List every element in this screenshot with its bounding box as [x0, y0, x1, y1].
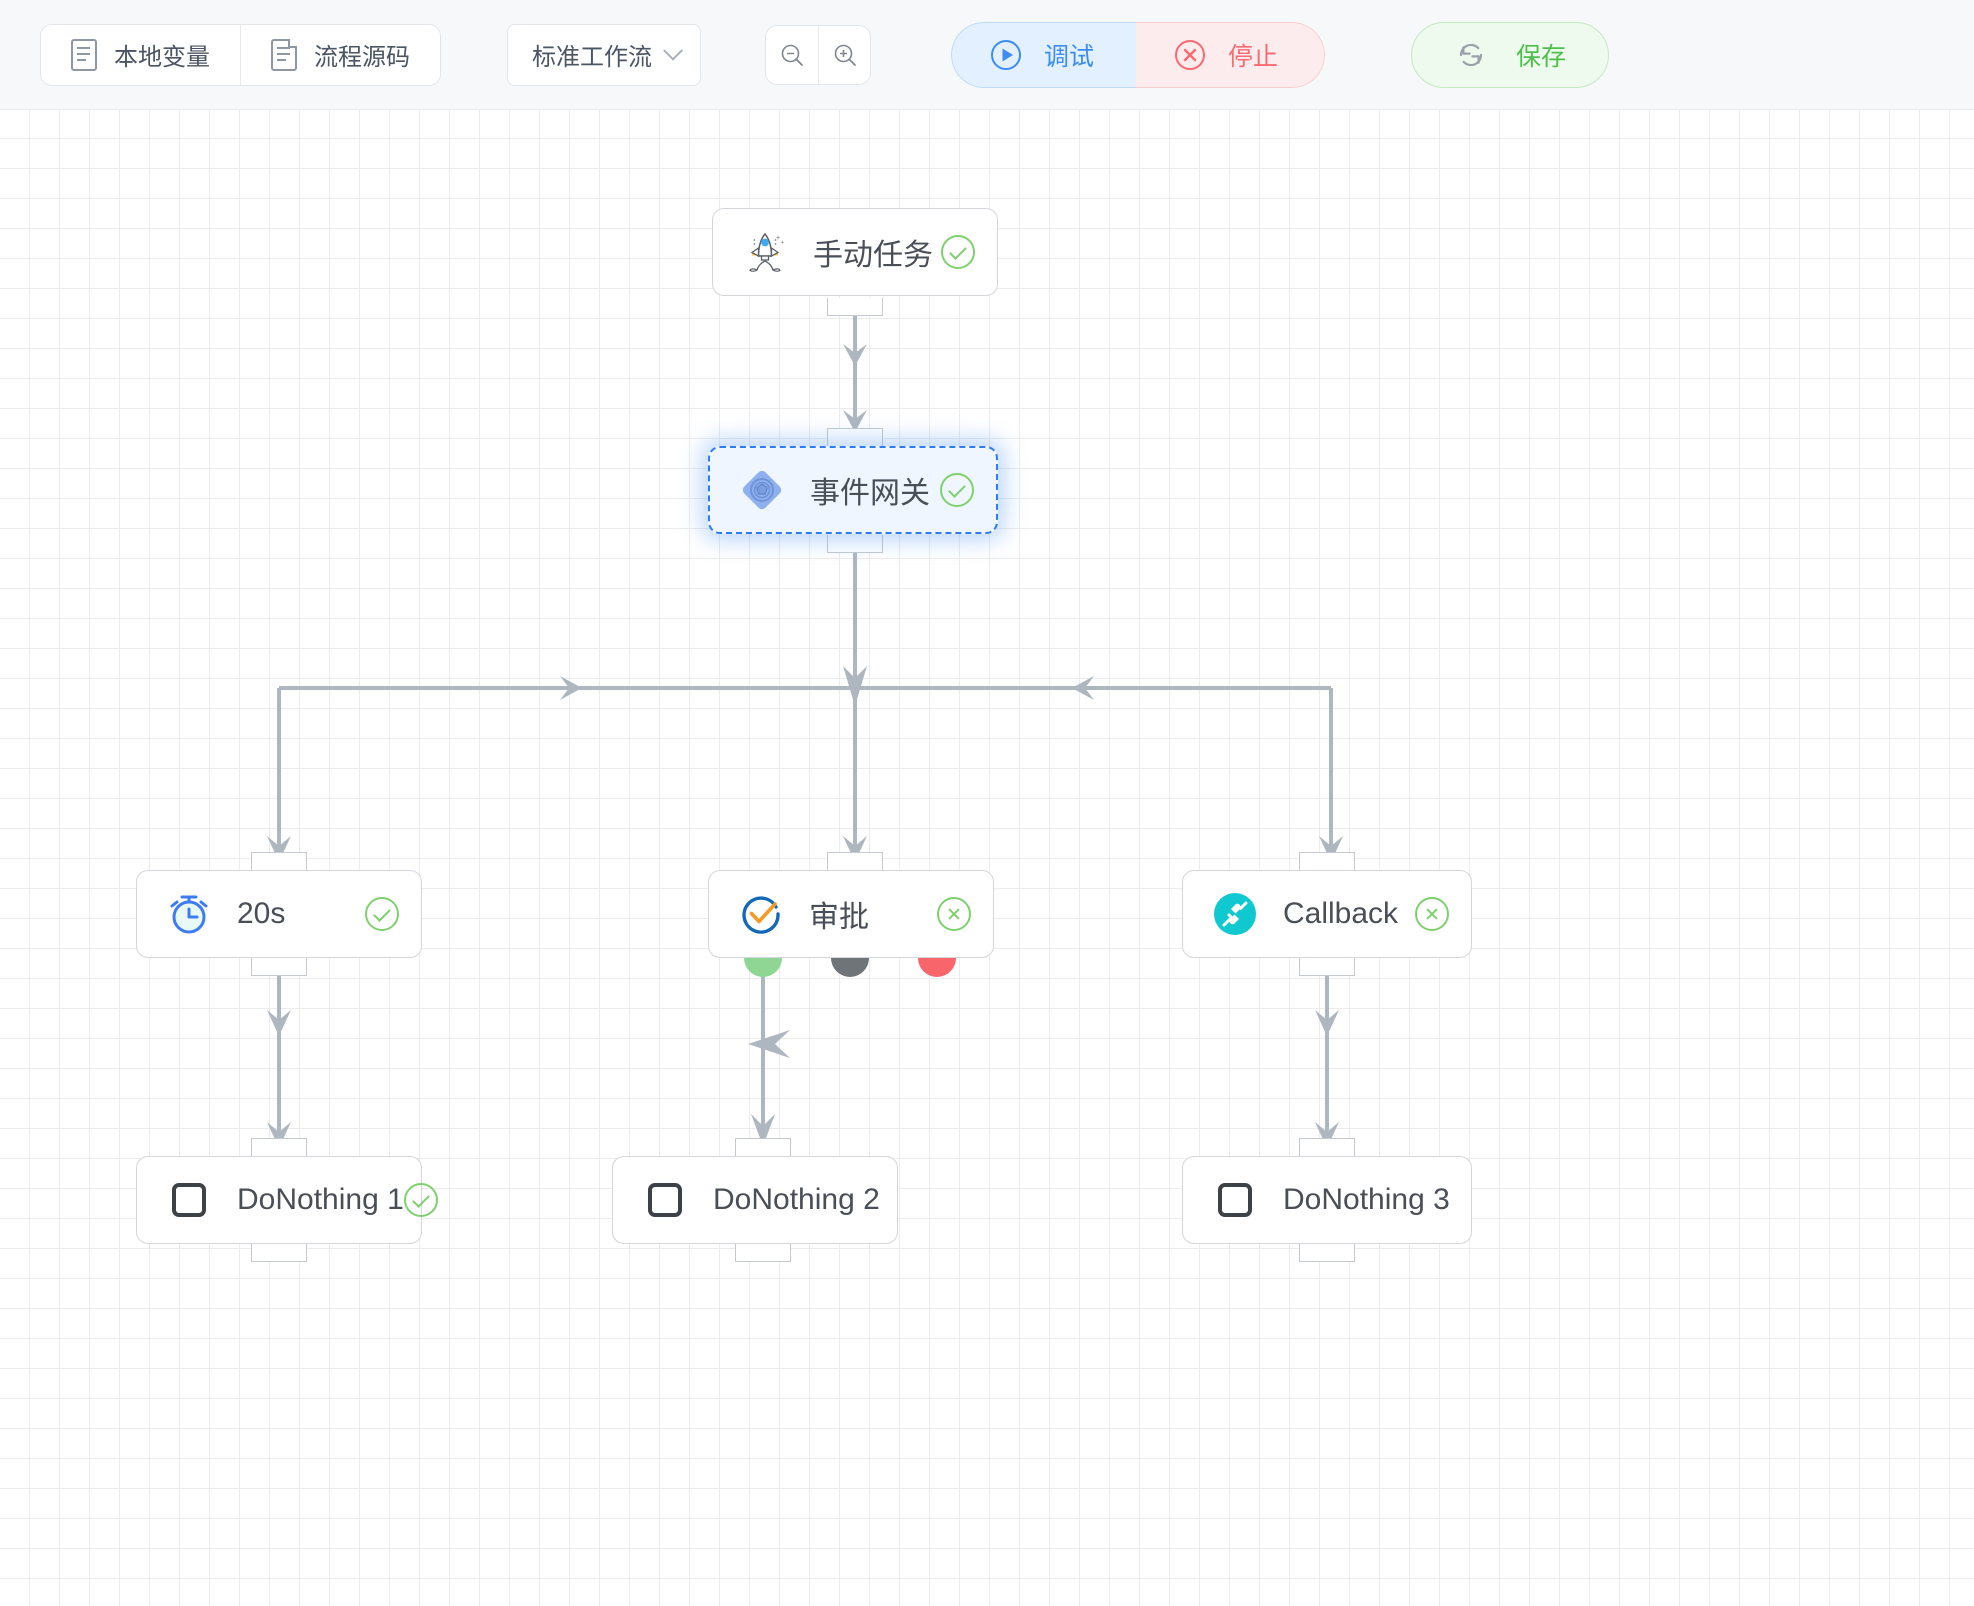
- node-timer-20s[interactable]: 20s: [136, 870, 422, 958]
- node-label: 审批: [809, 901, 869, 934]
- port-approval-out-pending[interactable]: [831, 958, 869, 977]
- status-badge-success: [365, 897, 399, 931]
- port-donothing3-in[interactable]: [1299, 1138, 1355, 1156]
- gateway-diamond-icon: [736, 464, 788, 516]
- plug-connector-icon: [1209, 888, 1261, 940]
- status-badge-error: [1415, 897, 1449, 931]
- svg-text:+: +: [781, 240, 784, 246]
- port-timer-out[interactable]: [251, 958, 307, 976]
- stop-button[interactable]: 停止: [1136, 21, 1326, 88]
- zoom-in-button[interactable]: [818, 25, 870, 84]
- port-event-gateway-in[interactable]: [827, 428, 883, 446]
- top-toolbar: 本地变量 流程源码 标准工作流: [0, 0, 1974, 110]
- port-approval-out-approved[interactable]: [744, 958, 782, 977]
- process-source-button[interactable]: 流程源码: [240, 24, 440, 85]
- port-approval-out-rejected[interactable]: [918, 958, 956, 977]
- port-manual-task-out[interactable]: [827, 298, 883, 316]
- edge-approval-to-donothing2: [748, 965, 790, 1156]
- square-icon: [163, 1174, 215, 1226]
- square-icon: [1209, 1174, 1261, 1226]
- chevron-down-icon: [663, 40, 683, 61]
- node-label: DoNothing 2: [713, 1183, 880, 1216]
- zoom-in-icon: [834, 44, 856, 66]
- port-approval-in[interactable]: [827, 852, 883, 870]
- node-label: DoNothing 3: [1283, 1183, 1450, 1216]
- left-button-group: 本地变量 流程源码: [40, 23, 441, 86]
- port-callback-out[interactable]: [1299, 958, 1355, 976]
- stopwatch-icon: [163, 888, 215, 940]
- stop-label: 停止: [1228, 42, 1279, 71]
- workflow-type-select[interactable]: 标准工作流: [507, 23, 701, 86]
- debug-label: 调试: [1044, 42, 1095, 71]
- node-label: 事件网关: [810, 477, 930, 510]
- node-event-gateway[interactable]: 事件网关: [708, 446, 998, 534]
- node-label: 手动任务: [813, 239, 933, 272]
- save-label: 保存: [1516, 42, 1567, 71]
- port-timer-in[interactable]: [251, 852, 307, 870]
- square-icon: [639, 1174, 691, 1226]
- run-controls: 调试 停止: [951, 21, 1326, 88]
- node-label: Callback: [1283, 897, 1399, 930]
- status-badge-success: [403, 1183, 438, 1217]
- approve-check-icon: [735, 888, 787, 940]
- status-badge-success: [940, 473, 974, 507]
- node-donothing-2[interactable]: DoNothing 2: [612, 1156, 898, 1244]
- node-label: 20s: [237, 897, 286, 930]
- status-badge-error: [937, 897, 971, 931]
- port-callback-in[interactable]: [1299, 852, 1355, 870]
- zoom-out-button[interactable]: [766, 25, 818, 84]
- port-event-gateway-out[interactable]: [827, 535, 883, 553]
- node-manual-task[interactable]: + + 手动任务: [712, 208, 998, 296]
- close-circle-icon: [1175, 39, 1206, 70]
- process-source-label: 流程源码: [314, 44, 410, 71]
- port-donothing1-in[interactable]: [251, 1138, 307, 1156]
- file-document-icon: [271, 38, 297, 71]
- play-circle-icon: [991, 39, 1021, 70]
- edge-callback-to-donothing3: [1315, 958, 1339, 1156]
- zoom-controls: [765, 24, 871, 85]
- node-label: DoNothing 1: [237, 1183, 404, 1216]
- edge-manual-to-gateway: [843, 298, 867, 446]
- workflow-canvas[interactable]: + + 手动任务 事件网关: [0, 110, 1974, 1606]
- zoom-out-icon: [781, 44, 803, 66]
- port-donothing2-out[interactable]: [735, 1244, 791, 1262]
- workflow-type-value: 标准工作流: [532, 44, 652, 71]
- list-document-icon: [71, 38, 97, 71]
- node-donothing-1[interactable]: DoNothing 1: [136, 1156, 438, 1244]
- refresh-icon: [1459, 43, 1483, 66]
- local-variables-button[interactable]: 本地变量: [41, 24, 240, 85]
- node-donothing-3[interactable]: DoNothing 3: [1182, 1156, 1472, 1244]
- node-approval[interactable]: 审批: [708, 870, 994, 958]
- svg-text:+: +: [776, 235, 780, 242]
- port-donothing3-out[interactable]: [1299, 1244, 1355, 1262]
- edge-gateway-branch-bus: [267, 535, 1343, 870]
- edge-timer-to-donothing1: [267, 958, 291, 1156]
- port-donothing2-in[interactable]: [735, 1138, 791, 1156]
- node-callback[interactable]: Callback: [1182, 870, 1472, 958]
- edge-layer: [267, 298, 1343, 1156]
- save-button[interactable]: 保存: [1411, 21, 1610, 88]
- status-badge-success: [941, 235, 975, 269]
- debug-button[interactable]: 调试: [951, 21, 1137, 88]
- port-donothing1-out[interactable]: [251, 1244, 307, 1262]
- local-variables-label: 本地变量: [114, 44, 210, 71]
- rocket-icon: + +: [739, 226, 791, 278]
